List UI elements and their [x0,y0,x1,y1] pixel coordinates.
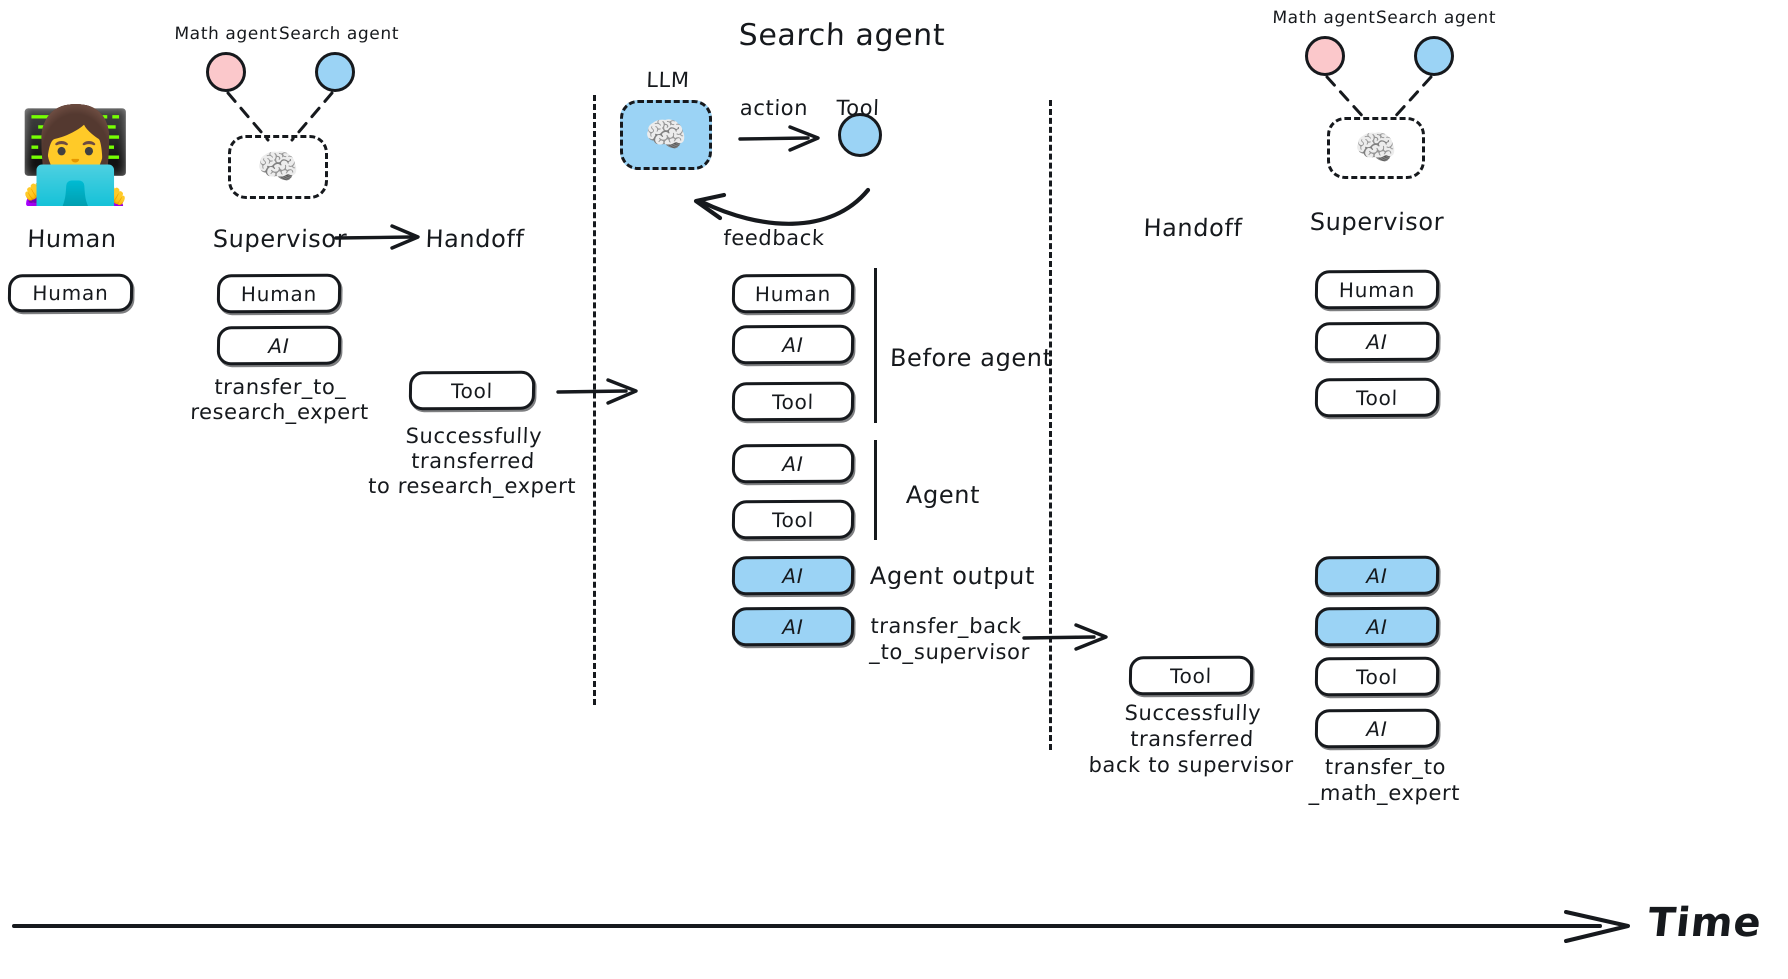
message-pill-label: Tool [771,389,815,414]
message-pill-tool-agent-2[interactable]: Tool [731,499,855,540]
supervisor-box-right[interactable]: 🧠 [1327,117,1425,179]
agent-label: Agent [905,481,981,509]
agent-bracket [874,440,877,540]
message-pill-tool-supervisor-right-1[interactable]: Tool [1314,377,1440,418]
search-agent-label-left: Search agent [278,24,400,44]
math-agent-label-left: Math agent [174,24,278,44]
phase-separator-right [1049,100,1052,750]
time-axis-arrow [12,910,1630,943]
message-pill-label: Tool [1355,664,1399,689]
handoff-to-agent-arrow [556,378,638,405]
search-agent-label-right: Search agent [1375,8,1497,28]
message-pill-ai-supervisor-right-1[interactable]: AI [1314,321,1440,362]
transfer-to-math-expert-caption: transfer_to _math_expert [1308,755,1461,805]
message-pill-human-agent[interactable]: Human [731,273,855,314]
message-pill-ai-agent-output[interactable]: AI [731,555,855,596]
time-axis-label: Time [1645,900,1765,946]
message-pill-label: AI [782,614,804,639]
supervisor-label-left: Supervisor [212,225,348,253]
message-pill-ai-supervisor-left[interactable]: AI [216,325,342,366]
search-agent-node-right[interactable] [1414,36,1454,76]
message-pill-label: AI [268,333,290,358]
action-label: action [739,96,809,120]
message-pill-label: AI [1366,563,1388,588]
message-pill-label: Tool [1169,663,1213,688]
message-pill-label: Human [32,280,109,306]
handoff-label-right: Handoff [1143,214,1243,242]
message-pill-label: Human [240,281,318,306]
message-pill-label: AI [782,451,804,476]
message-pill-tool-supervisor-right-2[interactable]: Tool [1314,656,1440,697]
message-pill-label: Human [1338,277,1416,302]
llm-label: LLM [645,68,691,92]
llm-box[interactable]: 🧠 [620,100,712,170]
message-pill-human-supervisor-left[interactable]: Human [216,273,342,314]
message-pill-ai-transfer-back[interactable]: AI [731,606,855,647]
handoff-left-caption: Successfully transferred to research_exp… [367,424,577,498]
message-pill-label: Tool [1355,385,1399,410]
feedback-label: feedback [722,226,826,250]
transfer-to-research-expert-caption: transfer_to_ research_expert [189,375,370,424]
transfer-back-arrow [1022,623,1108,651]
phase-separator-left [593,95,596,705]
before-agent-bracket [874,268,877,423]
human-avatar-icon: 👩‍💻 [18,102,133,209]
message-pill-ai-agent-1[interactable]: AI [731,324,855,365]
message-pill-human-supervisor-right[interactable]: Human [1314,269,1440,310]
message-pill-tool-handoff-right[interactable]: Tool [1128,655,1254,696]
message-pill-tool-agent-1[interactable]: Tool [731,381,855,422]
message-pill-human-left[interactable]: Human [7,273,134,313]
supervisor-label-right: Supervisor [1309,208,1445,236]
search-agent-node-left[interactable] [315,52,355,92]
supervisor-to-handoff-arrow-left [334,224,420,250]
handoff-right-caption: Successfully transferred back to supervi… [1088,701,1294,777]
message-pill-ai-agent-2[interactable]: AI [731,443,855,484]
message-pill-tool-handoff-left[interactable]: Tool [408,370,536,411]
message-pill-label: AI [1366,614,1388,639]
math-agent-label-right: Math agent [1272,8,1376,28]
message-pill-label: Human [754,281,832,306]
action-arrow [738,125,820,152]
human-caption: Human [26,225,118,253]
search-agent-title: Search agent [738,18,946,53]
feedback-arrow [693,187,871,226]
agent-output-label: Agent output [869,562,1036,590]
message-pill-label: AI [782,563,804,588]
math-agent-node-left[interactable] [206,52,246,92]
handoff-label-left: Handoff [425,225,525,253]
brain-icon: 🧠 [256,147,300,187]
supervisor-box-left[interactable]: 🧠 [228,135,328,199]
message-pill-label: AI [1366,329,1388,354]
brain-icon: 🧠 [1354,128,1398,168]
message-pill-label: Tool [771,507,815,532]
message-pill-ai-supervisor-right-3[interactable]: AI [1314,606,1440,647]
message-pill-ai-supervisor-right-2[interactable]: AI [1314,555,1440,596]
brain-icon: 🧠 [644,115,688,155]
message-pill-label: AI [782,332,804,357]
message-pill-label: Tool [450,378,494,403]
math-agent-node-right[interactable] [1305,36,1345,76]
tool-node[interactable] [838,113,882,157]
message-pill-ai-supervisor-right-4[interactable]: AI [1314,708,1440,749]
message-pill-label: AI [1366,716,1388,741]
before-agent-label: Before agent [889,344,1054,372]
